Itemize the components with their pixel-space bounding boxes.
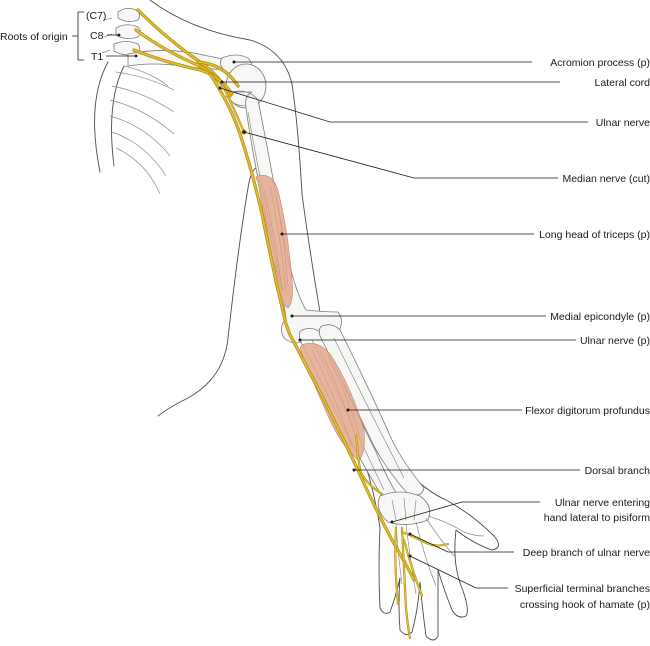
ulnar-nerve-p-label: Ulnar nerve (p) bbox=[580, 335, 650, 347]
superficial-label-line1: Superficial terminal branches bbox=[515, 583, 650, 595]
rib-cage bbox=[94, 61, 175, 195]
deep-branch-label: Deep branch of ulnar nerve bbox=[523, 547, 650, 559]
deep-branch-leader bbox=[409, 533, 514, 553]
hand-nerve-branches bbox=[394, 526, 450, 640]
lateral-cord-label: Lateral cord bbox=[595, 77, 650, 89]
medial-epicondyle-label: Medial epicondyle (p) bbox=[550, 311, 650, 323]
median-nerve-label: Median nerve (cut) bbox=[562, 173, 650, 185]
ulnar-nerve-leader bbox=[219, 87, 588, 123]
roots-of-origin-group: Roots of origin (C7) C8 T1 bbox=[0, 10, 138, 63]
cervical-vertebrae bbox=[101, 8, 141, 56]
labels-group: Acromion process (p) Lateral cord Ulnar … bbox=[218, 57, 650, 611]
root-c8-label: C8 bbox=[90, 30, 104, 42]
ulnar-nerve-label: Ulnar nerve bbox=[596, 117, 650, 129]
entering-label-line2: hand lateral to pisiform bbox=[544, 512, 650, 524]
entering-label-line1: Ulnar nerve entering bbox=[555, 497, 650, 509]
anatomy-artwork bbox=[94, 0, 499, 641]
ulnar-nerve-trunk bbox=[208, 72, 416, 582]
superficial-label-line2: crossing hook of hamate (p) bbox=[520, 599, 650, 611]
median-nerve-leader bbox=[243, 131, 558, 179]
triceps-long-head-muscle bbox=[255, 175, 293, 309]
entering-leader bbox=[391, 501, 540, 523]
triceps-label: Long head of triceps (p) bbox=[539, 229, 650, 241]
fdp-label: Flexor digitorum profundus bbox=[525, 405, 650, 417]
root-c7-label: (C7) bbox=[86, 10, 106, 22]
acromion-label: Acromion process (p) bbox=[550, 57, 650, 69]
superficial-leader bbox=[409, 555, 508, 589]
roots-of-origin-label: Roots of origin bbox=[0, 31, 68, 43]
root-t1-label: T1 bbox=[91, 51, 103, 63]
dorsal-branch-label: Dorsal branch bbox=[585, 465, 650, 477]
